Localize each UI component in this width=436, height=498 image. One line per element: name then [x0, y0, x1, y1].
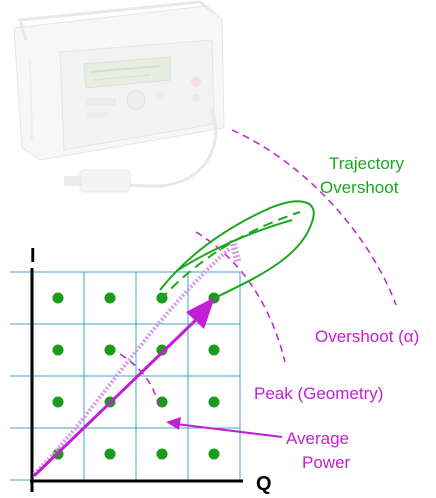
- constellation-point: [156, 448, 168, 460]
- constellation-point: [104, 448, 116, 460]
- constellation-point: [156, 344, 168, 356]
- peak-geometry-label: Peak (Geometry): [254, 384, 383, 403]
- constellation-point: [52, 344, 64, 356]
- dotted-trajectory: [32, 246, 232, 476]
- constellation-point: [52, 292, 64, 304]
- average-power-vector: [32, 297, 215, 478]
- labels: Trajectory Overshoot Overshoot (α) Peak …: [254, 154, 419, 472]
- trajectory-overshoot-label-line1: Trajectory: [329, 154, 404, 173]
- constellation-point: [52, 396, 64, 408]
- average-power-label-line1: Average: [286, 429, 349, 448]
- average-arc: [119, 353, 161, 411]
- average-power-pointer-arrow: [166, 417, 283, 438]
- axis-q-label: Q: [256, 473, 272, 495]
- power-meter-instrument-icon: [13, 0, 225, 193]
- constellation-point: [104, 344, 116, 356]
- trajectory-overshoot-loop: [159, 200, 315, 301]
- dotted-peak-column: [228, 239, 242, 263]
- axis-i-label: I: [30, 245, 36, 267]
- constellation-point: [208, 344, 220, 356]
- constellation-point: [208, 396, 220, 408]
- constellation-point: [208, 448, 220, 460]
- magenta-dashed-arcs: [119, 129, 397, 411]
- average-power-label-line2: Power: [302, 453, 351, 472]
- axes: I Q: [30, 245, 272, 495]
- overshoot-arc: [231, 129, 397, 306]
- constellation-point: [104, 292, 116, 304]
- trajectory-overshoot-label-line2: Overshoot: [320, 178, 399, 197]
- overshoot-alpha-label: Overshoot (α): [315, 327, 419, 346]
